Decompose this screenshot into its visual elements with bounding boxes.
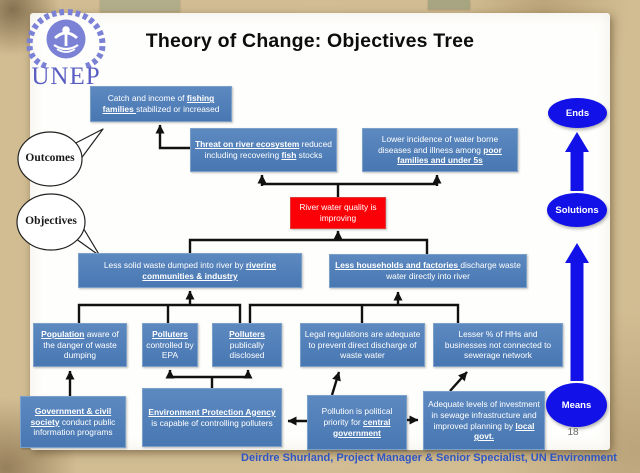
box-epa-capable: Environment Protection Agency is capable… xyxy=(142,388,282,447)
ends-oval: Ends xyxy=(548,98,607,128)
box-catch-income: Catch and income of fishing families sta… xyxy=(90,86,232,122)
objectives-label: Objectives xyxy=(25,215,77,227)
solutions-oval: Solutions xyxy=(547,193,607,227)
box-lower-incidence: Lower incidence of water borne diseases … xyxy=(362,128,518,172)
box-legal-regulations: Legal regulations are adequate to preven… xyxy=(300,323,425,367)
box-population-aware: Population aware of the danger of waste … xyxy=(33,323,127,367)
box-adequate-investment: Adequate levels of investment in sewage … xyxy=(423,391,545,450)
box-government-civil: Government & civil society conduct publi… xyxy=(20,396,126,448)
outcomes-label: Outcomes xyxy=(25,152,75,164)
slide-paper xyxy=(30,13,610,450)
unep-logo-text: UNEP xyxy=(31,63,101,90)
box-polluters-controlled: Polluters controlled by EPA xyxy=(142,323,198,367)
box-less-solid-waste: Less solid waste dumped into river by ri… xyxy=(78,253,302,288)
tape-icon xyxy=(428,0,470,9)
box-river-quality: River water quality is improving xyxy=(290,197,386,229)
box-threat-river: Threat on river ecosystem reduced includ… xyxy=(190,128,337,172)
box-lesser-hhs: Lesser % of HHs and businesses not conne… xyxy=(433,323,563,367)
box-polluters-disclosed: Polluters publically disclosed xyxy=(212,323,282,367)
tape-icon xyxy=(100,0,180,11)
credit-line: Deirdre Shurland, Project Manager & Seni… xyxy=(241,452,617,464)
page-title: Theory of Change: Objectives Tree xyxy=(145,30,475,52)
means-oval: Means xyxy=(546,383,607,427)
box-less-households: Less households and factories discharge … xyxy=(329,254,527,288)
page-number: 18 xyxy=(567,427,579,438)
box-pollution-priority: Pollution is political priority for cent… xyxy=(307,395,407,450)
